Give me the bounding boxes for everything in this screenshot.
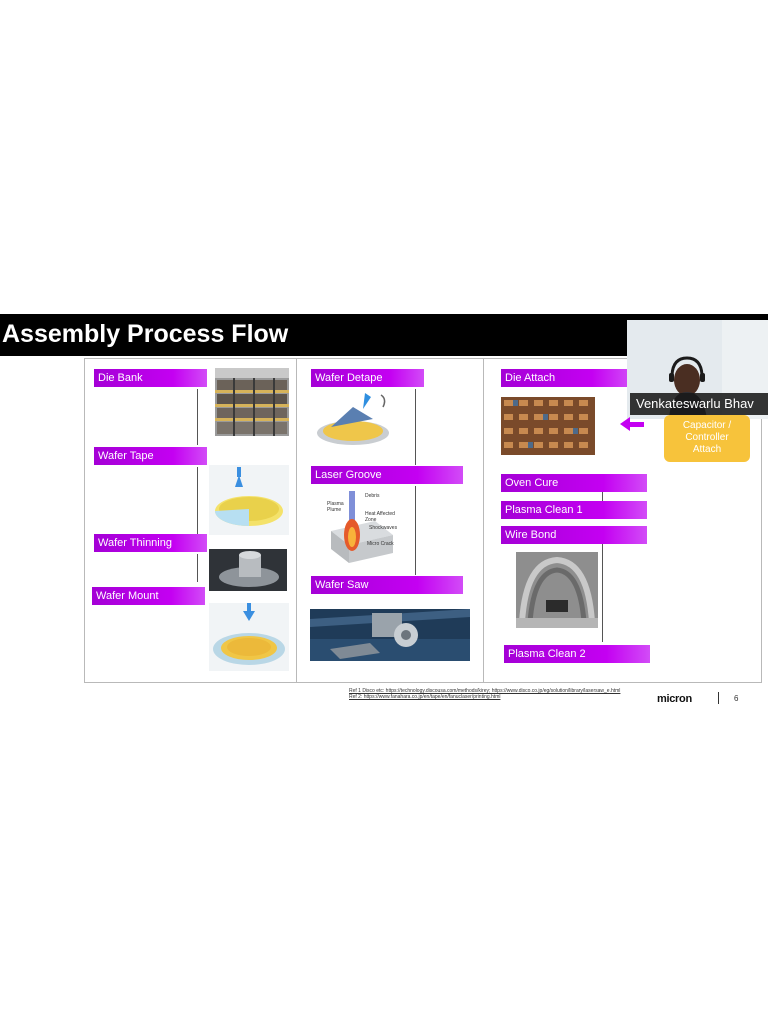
micron-logo: micron (657, 693, 692, 705)
step-wafer-mount: Wafer Mount (92, 587, 205, 605)
callout-arrow-icon (620, 417, 630, 431)
footnote-ref-2[interactable]: Ref 2: https://www.fanahara.co.jp/en/tap… (349, 694, 501, 700)
footnote-ref-1[interactable]: Ref 1 Disco etc: https://technology.disc… (349, 688, 621, 694)
process-column-1: Die Bank Wafer Tape Wafer Thinning Wafer… (84, 358, 297, 683)
step-die-bank: Die Bank (94, 369, 207, 387)
laser-groove-diagram: Debris Plasma Plume Heat Affected Zone S… (325, 491, 399, 565)
step-oven-cure: Oven Cure (501, 474, 647, 492)
diagram-label-debris: Debris (365, 493, 380, 499)
die-attach-image (501, 397, 595, 455)
callout-line-1: Capacitor / (682, 420, 732, 431)
capacitor-controller-attach-callout: Capacitor / Controller Attach (664, 415, 750, 462)
step-wafer-saw: Wafer Saw (311, 576, 463, 594)
process-column-3: Die Attach Oven Cure Plasma Clean 1 Wire… (483, 358, 762, 683)
wafer-tape-image (209, 465, 289, 535)
process-column-2: Wafer Detape Laser Groove Wafer Saw (296, 358, 484, 683)
connector-line (197, 554, 198, 582)
connector-line (602, 544, 603, 642)
diagram-label-plasma: Plasma Plume (327, 501, 344, 513)
connector-line (197, 467, 198, 535)
callout-line-2: Controller (685, 432, 729, 443)
die-bank-image (215, 368, 289, 436)
step-wafer-detape: Wafer Detape (311, 369, 424, 387)
step-laser-groove: Laser Groove (311, 466, 463, 484)
step-wafer-thinning: Wafer Thinning (94, 534, 207, 552)
diagram-label-haz: Heat Affected Zone (365, 511, 395, 523)
connector-line (415, 389, 416, 465)
participant-name: Venkateswarlu Bhav (630, 393, 768, 415)
step-wafer-tape: Wafer Tape (94, 447, 207, 465)
callout-line-3: Attach (692, 444, 722, 455)
connector-line (415, 486, 416, 575)
wafer-detape-image (313, 387, 393, 449)
wafer-saw-image (310, 609, 470, 661)
page-number: 6 (734, 694, 739, 703)
step-wire-bond: Wire Bond (501, 526, 647, 544)
wafer-thinning-image (209, 549, 287, 591)
wire-bond-image (516, 552, 598, 628)
wafer-mount-image (209, 603, 289, 671)
callout-arrow-shaft (628, 422, 644, 427)
diagram-label-microcrack: Micro Crack (367, 541, 394, 547)
page-number-divider (718, 692, 719, 704)
diagram-label-shockwaves: Shockwaves (369, 525, 398, 531)
slide-title: Assembly Process Flow (2, 320, 289, 348)
connector-line (197, 389, 198, 445)
step-plasma-clean-2: Plasma Clean 2 (504, 645, 650, 663)
step-die-attach: Die Attach (501, 369, 631, 387)
connector-line (602, 492, 603, 502)
step-plasma-clean-1: Plasma Clean 1 (501, 501, 647, 519)
